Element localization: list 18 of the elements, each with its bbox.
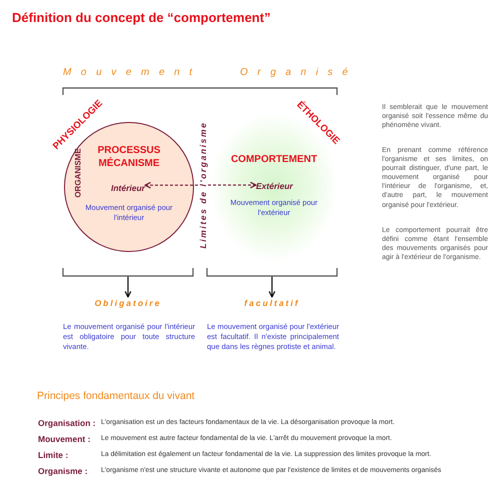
section-heading: COMPORTEMENT xyxy=(230,154,318,165)
diagram-title: Définition du concept de “comportement” xyxy=(12,10,271,25)
vertical-label: Limites de l'organisme xyxy=(198,122,208,248)
row-label: Mouvement : xyxy=(38,434,90,444)
row-label: Organisation : xyxy=(38,418,96,428)
arrow xyxy=(144,182,198,189)
row-label: Organisme : xyxy=(38,466,88,476)
heading-text: Mouvement Organisé xyxy=(63,67,358,78)
node-label: Extérieur xyxy=(256,179,302,193)
row-label: Limite : xyxy=(38,450,68,460)
arrow xyxy=(268,277,276,298)
node-label: Intérieur xyxy=(103,181,145,195)
category-label: facultatif xyxy=(232,297,312,309)
vertical-label: ORGANISME xyxy=(74,148,82,198)
category-label: Obligatoire xyxy=(88,297,168,309)
arrow xyxy=(208,182,257,188)
arrow xyxy=(124,277,132,298)
section-heading: Principes fondamentaux du vivant xyxy=(37,390,195,402)
